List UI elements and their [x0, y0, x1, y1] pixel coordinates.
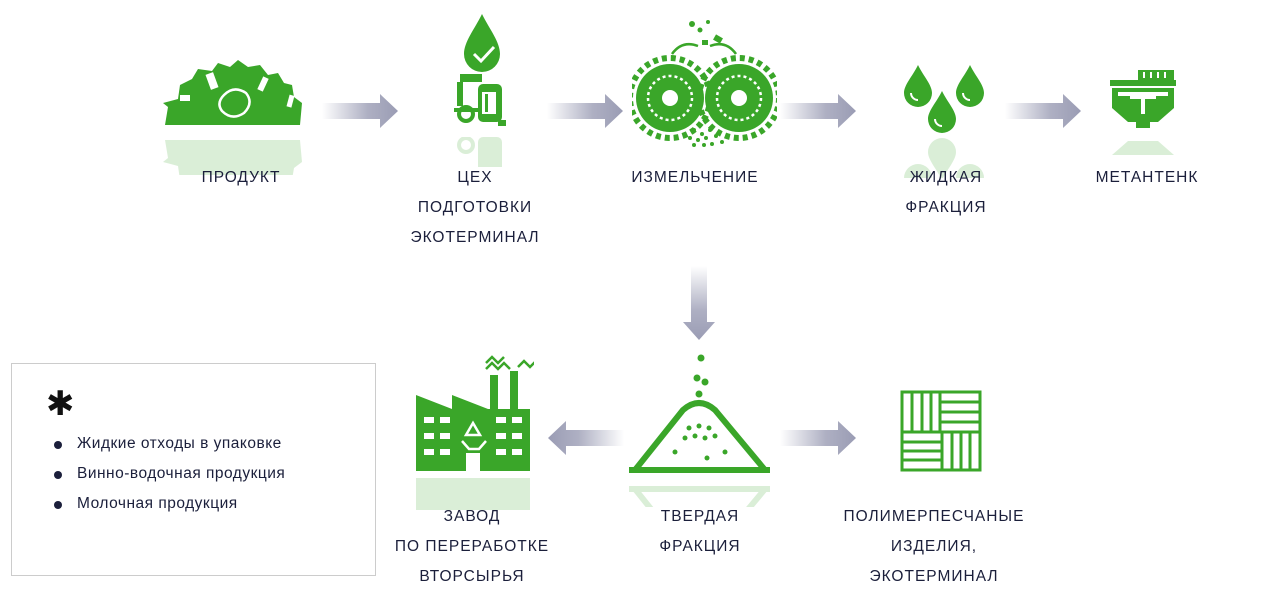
products-node — [900, 390, 982, 472]
product-label: ПРОДУКТ — [201, 169, 281, 186]
tank-with-drop-icon — [454, 14, 506, 126]
solid-node — [627, 352, 772, 507]
asterisk-icon: ✱ — [46, 385, 75, 423]
list-item: Жидкие отходы в упаковке — [52, 429, 285, 459]
list-item: Молочная продукция — [52, 489, 285, 519]
solid-pile-icon — [629, 354, 770, 473]
legend-list: Жидкие отходы в упаковке Винно-водочная … — [52, 429, 285, 519]
legend-box: ✱ Жидкие отходы в упаковке Винно-водочна… — [11, 363, 376, 576]
arrow-right-icon — [780, 421, 856, 455]
arrow-right-icon — [322, 94, 398, 128]
liquid-label: ЖИДКАЯ ФРАКЦИЯ — [905, 169, 987, 216]
digester-label: МЕТАНТЕНК — [1095, 169, 1199, 186]
arrow-right-icon — [1005, 94, 1081, 128]
shredder-gears-icon — [627, 20, 782, 147]
arrow-down-icon — [683, 266, 715, 340]
garbage-pile-icon — [163, 60, 302, 125]
list-item: Винно-водочная продукция — [52, 459, 285, 489]
digester-node — [1108, 68, 1178, 158]
plant-label: ЗАВОД ПО ПЕРЕРАБОТКЕ ВТОРСЫРЬЯ — [394, 508, 550, 585]
prep-shop-node — [452, 12, 512, 172]
arrow-left-icon — [548, 421, 624, 455]
paving-tiles-icon — [900, 390, 982, 472]
arrow-right-icon — [547, 94, 623, 128]
shredding-node — [627, 18, 782, 153]
products-label: ПОЛИМЕРПЕСЧАНЫЕ ИЗДЕЛИЯ, ЭКОТЕРМИНАЛ — [843, 508, 1025, 585]
recycling-plant-icon — [416, 355, 537, 471]
shredding-label: ИЗМЕЛЬЧЕНИЕ — [631, 169, 759, 186]
drops-icon — [904, 65, 984, 133]
arrow-right-icon — [780, 94, 856, 128]
methane-tank-icon — [1110, 70, 1176, 128]
prep-shop-label: ЦЕХ ПОДГОТОВКИ ЭКОТЕРМИНАЛ — [410, 169, 540, 246]
plant-node — [414, 355, 537, 510]
liquid-node — [898, 63, 993, 178]
product-node — [160, 55, 305, 175]
solid-label: ТВЕРДАЯ ФРАКЦИЯ — [659, 508, 741, 555]
